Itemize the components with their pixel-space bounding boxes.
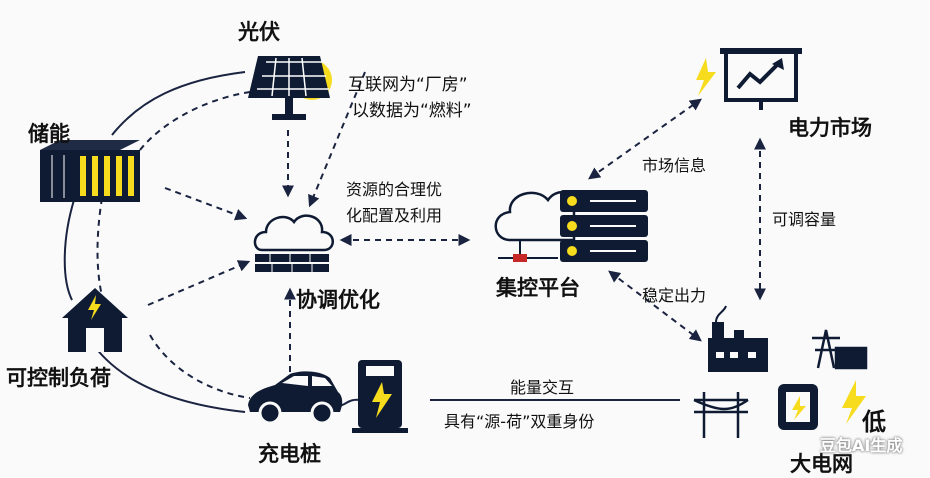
grid-substation-icon xyxy=(812,329,868,370)
annotation-market-info: 市场信息 xyxy=(642,156,707,175)
label-grid: 大电网 xyxy=(790,452,853,476)
market-board-icon xyxy=(696,48,802,110)
low-lightning-icon xyxy=(842,380,866,424)
label-storage: 储能 xyxy=(28,122,70,146)
outer-dashed-arcs xyxy=(96,91,251,399)
solar-panel-icon xyxy=(248,56,332,120)
car-icon xyxy=(248,371,343,425)
annotation-exchange: 能量交互 xyxy=(510,378,575,397)
coordination-cloud-icon xyxy=(253,214,334,272)
annotation-capacity: 可调容量 xyxy=(772,210,837,229)
annotation-internet-2: 以数据为“燃料” xyxy=(352,101,472,121)
grid-power-plant-icon xyxy=(708,305,768,372)
annotation-resource-1: 资源的合理优 xyxy=(346,180,443,199)
label-low: 低 xyxy=(862,408,886,436)
dashed-arrows xyxy=(147,71,766,372)
platform-server-icon xyxy=(494,190,648,262)
grid-transmission-icon xyxy=(693,392,749,438)
storage-battery-icon xyxy=(40,140,140,202)
label-platform: 集控平台 xyxy=(496,276,580,300)
label-optimize: 协调优化 xyxy=(296,288,380,312)
label-market: 电力市场 xyxy=(788,116,872,140)
charger-icon xyxy=(352,360,408,433)
watermark: 豆包AI生成 xyxy=(820,436,903,455)
house-icon xyxy=(62,288,128,352)
label-load: 可控制负荷 xyxy=(6,366,111,390)
annotation-resource-2: 化配置及利用 xyxy=(346,206,443,225)
label-solar: 光伏 xyxy=(238,20,280,44)
annotation-dual: 具有“源-荷”双重身份 xyxy=(444,412,595,431)
annotation-internet-1: 互联网为“厂房” xyxy=(348,75,468,95)
label-ev: 充电桩 xyxy=(258,442,321,466)
grid-meter-icon xyxy=(778,384,818,430)
outer-solid-arcs xyxy=(63,71,246,413)
annotation-stable: 稳定出力 xyxy=(642,286,707,305)
